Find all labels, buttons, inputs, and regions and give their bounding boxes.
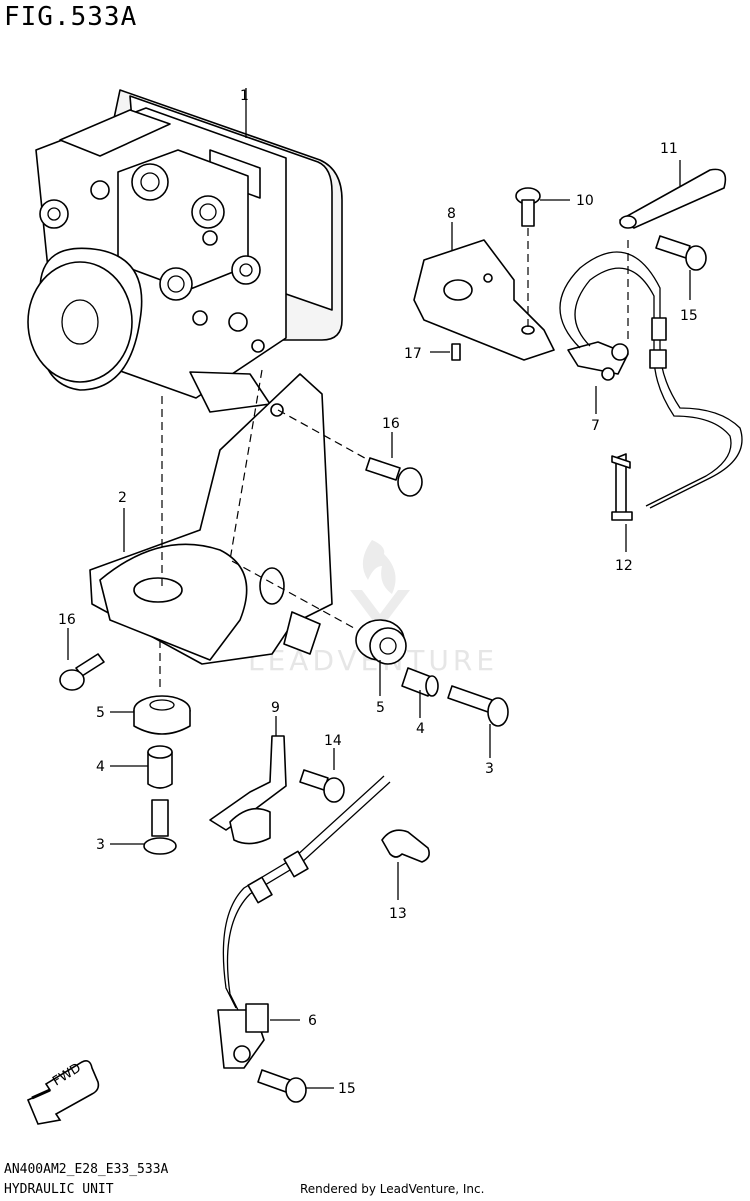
bracket[interactable] bbox=[89, 373, 333, 665]
collar-left[interactable] bbox=[147, 745, 173, 789]
callout-8: 8 bbox=[447, 206, 456, 222]
alignment-line bbox=[229, 369, 355, 629]
grommet-left[interactable] bbox=[133, 695, 191, 735]
bracket-9[interactable] bbox=[209, 735, 287, 845]
callout-3-right: 3 bbox=[485, 761, 494, 777]
figure-code: AN400AM2_E28_E33_533A bbox=[4, 1162, 169, 1177]
bolt-16-upper[interactable] bbox=[365, 457, 423, 497]
alignment-line bbox=[277, 409, 373, 463]
figure-title: FIG.533A bbox=[4, 2, 138, 32]
bolt-10[interactable] bbox=[515, 187, 541, 227]
callout-11: 11 bbox=[660, 141, 678, 157]
callout-2: 2 bbox=[118, 490, 127, 506]
callout-15-lower: 15 bbox=[338, 1081, 356, 1097]
callout-12: 12 bbox=[615, 558, 633, 574]
bolt-right[interactable] bbox=[447, 685, 509, 727]
callout-16-lower: 16 bbox=[58, 612, 76, 628]
unit-name: HYDRAULIC UNIT bbox=[4, 1182, 114, 1197]
callout-1: 1 bbox=[240, 88, 249, 104]
speed-sensor-front[interactable] bbox=[559, 251, 743, 509]
collar-right[interactable] bbox=[401, 667, 439, 697]
callout-7: 7 bbox=[591, 418, 600, 434]
callout-16-upper: 16 bbox=[382, 416, 400, 432]
callout-10: 10 bbox=[576, 193, 594, 209]
callout-3-left: 3 bbox=[96, 837, 105, 853]
callout-6: 6 bbox=[308, 1013, 317, 1029]
rendered-by: Rendered by LeadVenture, Inc. bbox=[300, 1182, 485, 1196]
bolt-left[interactable] bbox=[143, 799, 177, 855]
callout-5-left: 5 bbox=[96, 705, 105, 721]
bolt-15-upper[interactable] bbox=[655, 235, 707, 271]
callout-4-left: 4 bbox=[96, 759, 105, 775]
callout-9: 9 bbox=[271, 700, 280, 716]
bolt-16-lower[interactable] bbox=[59, 653, 105, 691]
callout-4-right: 4 bbox=[416, 721, 425, 737]
fwd-arrow-icon: FWD bbox=[26, 1060, 100, 1125]
bolt-15-lower[interactable] bbox=[257, 1069, 307, 1103]
callout-15-upper: 15 bbox=[680, 308, 698, 324]
bolt-14[interactable] bbox=[299, 769, 345, 803]
callout-17: 17 bbox=[404, 346, 422, 362]
callouts: 1 2 3 3 4 4 5 5 6 7 8 9 10 11 12 13 14 1… bbox=[58, 88, 698, 1097]
speed-sensor-rear[interactable] bbox=[217, 775, 391, 1069]
pin-17[interactable] bbox=[451, 343, 461, 361]
callout-14: 14 bbox=[324, 733, 342, 749]
grommet-right[interactable] bbox=[355, 619, 407, 665]
clip-13[interactable] bbox=[381, 829, 430, 863]
hydraulic-unit[interactable] bbox=[27, 89, 343, 413]
clamp-12[interactable] bbox=[611, 453, 633, 521]
sensor-bracket[interactable] bbox=[413, 239, 555, 361]
clamp-11[interactable] bbox=[619, 168, 727, 229]
callout-13: 13 bbox=[389, 906, 407, 922]
callout-5-right: 5 bbox=[376, 700, 385, 716]
